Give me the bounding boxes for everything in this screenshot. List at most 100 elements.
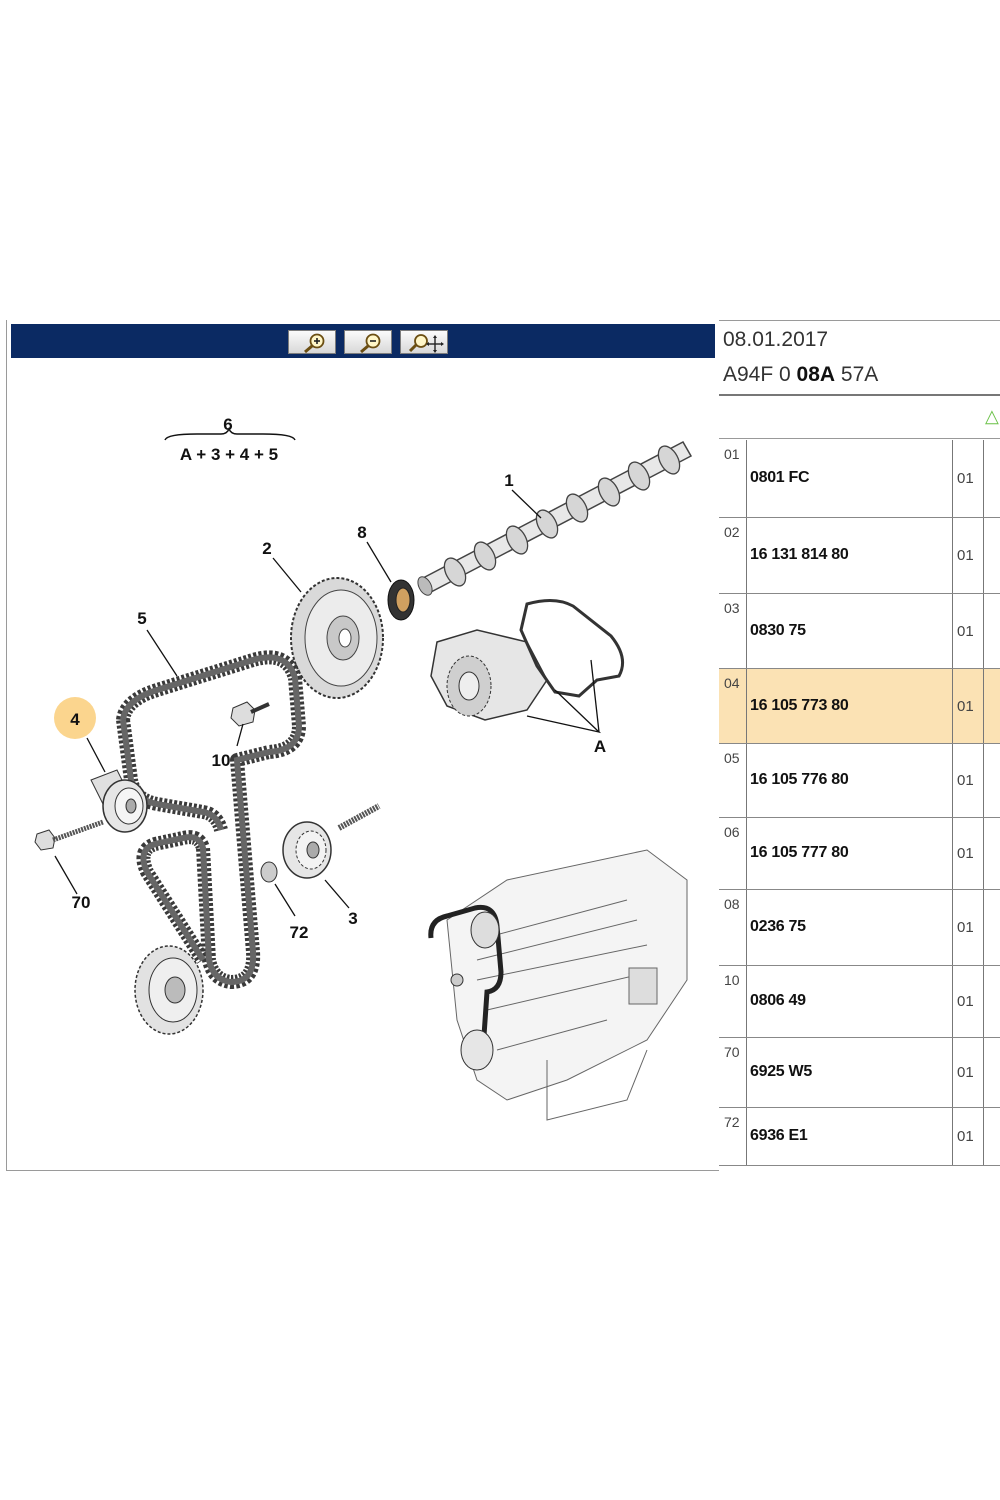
column-divider — [983, 518, 984, 593]
part-number[interactable]: 6936 E1 — [750, 1127, 808, 1144]
camshaft-part[interactable] — [415, 441, 693, 598]
column-divider — [952, 440, 953, 517]
column-divider — [746, 518, 747, 593]
catalog-frame: 6 A + 3 + 4 + 5 1 — [6, 320, 1000, 1172]
timing-belt-part[interactable] — [116, 650, 306, 989]
washer-72-part[interactable] — [260, 861, 278, 883]
part-quantity: 01 — [957, 1064, 974, 1081]
callout-10[interactable]: 10 — [212, 751, 231, 770]
camshaft-sprocket-part[interactable] — [290, 577, 384, 699]
zoom-out-button[interactable] — [344, 330, 392, 354]
part-number[interactable]: 16 105 776 80 — [750, 771, 849, 788]
column-divider — [746, 1108, 747, 1165]
callout-70[interactable]: 70 — [72, 893, 91, 912]
column-divider — [952, 1108, 953, 1165]
part-number[interactable]: 16 105 773 80 — [750, 697, 849, 714]
part-index: 72 — [724, 1114, 740, 1130]
code-bold: 08A — [796, 363, 836, 386]
zoom-move-icon — [408, 334, 444, 353]
water-pump-part[interactable] — [430, 629, 548, 721]
part-row[interactable]: 10 0806 49 01 — [719, 966, 1000, 1038]
callout-3[interactable]: 3 — [348, 909, 357, 928]
tensioner-part[interactable] — [90, 769, 148, 833]
part-quantity: 01 — [957, 623, 974, 640]
callout-2[interactable]: 2 — [262, 539, 271, 558]
zoom-pan-button[interactable] — [400, 330, 448, 354]
zoom-in-icon — [304, 333, 325, 354]
part-row[interactable]: 03 0830 75 01 — [719, 594, 1000, 669]
diagram-panel: 6 A + 3 + 4 + 5 1 — [6, 320, 720, 1171]
part-number[interactable]: 16 105 777 80 — [750, 844, 849, 861]
warning-triangle-icon: △ — [985, 406, 999, 426]
part-index: 04 — [724, 675, 740, 691]
code-suffix: 57A — [835, 363, 879, 386]
column-divider — [952, 818, 953, 889]
catalog-date: 08.01.2017 — [723, 328, 829, 351]
callout-72[interactable]: 72 — [290, 923, 309, 942]
column-divider — [952, 518, 953, 593]
idler-pulley-part[interactable] — [282, 803, 381, 879]
zoom-out-icon — [360, 333, 381, 354]
diagram-toolbar — [11, 324, 715, 358]
part-number[interactable]: 16 131 814 80 — [750, 546, 849, 563]
header-divider-2 — [719, 438, 1000, 439]
callout-1[interactable]: 1 — [504, 471, 513, 490]
part-number[interactable]: 6925 W5 — [750, 1063, 812, 1080]
part-index: 10 — [724, 972, 740, 988]
part-index: 06 — [724, 824, 740, 840]
column-divider — [983, 890, 984, 965]
column-divider — [746, 966, 747, 1037]
column-divider — [983, 594, 984, 668]
assembly-formula: A + 3 + 4 + 5 — [180, 445, 278, 464]
column-divider — [746, 818, 747, 889]
bolt-70-part[interactable] — [34, 819, 104, 851]
part-quantity: 01 — [957, 772, 974, 789]
seal-part[interactable] — [387, 579, 415, 621]
water-pump-gasket-part[interactable] — [519, 599, 625, 698]
part-number[interactable]: 0236 75 — [750, 918, 806, 935]
part-number[interactable]: 0801 FC — [750, 469, 810, 486]
callout-4-highlight — [54, 697, 96, 739]
catalog-code: A94F 0 08A 57A — [723, 363, 878, 387]
part-quantity: 01 — [957, 845, 974, 862]
callout-5[interactable]: 5 — [137, 609, 146, 628]
callout-4[interactable]: 4 — [70, 710, 80, 729]
column-divider — [983, 818, 984, 889]
part-index: 70 — [724, 1044, 740, 1060]
callout-8[interactable]: 8 — [357, 523, 366, 542]
column-divider — [952, 966, 953, 1037]
column-divider — [952, 669, 953, 743]
column-divider — [983, 1108, 984, 1165]
bolt-10-part[interactable] — [230, 701, 270, 727]
part-index: 03 — [724, 600, 740, 616]
header-divider — [719, 394, 1000, 396]
part-row[interactable]: 04 16 105 773 80 01 — [719, 669, 1000, 744]
part-row[interactable]: 70 6925 W5 01 — [719, 1038, 1000, 1108]
column-divider — [983, 1038, 984, 1107]
column-divider — [746, 440, 747, 517]
column-divider — [983, 440, 984, 517]
column-divider — [746, 744, 747, 817]
callout-A[interactable]: A — [594, 737, 606, 756]
part-index: 05 — [724, 750, 740, 766]
part-number[interactable]: 0830 75 — [750, 622, 806, 639]
part-number[interactable]: 0806 49 — [750, 992, 806, 1009]
part-row[interactable]: 06 16 105 777 80 01 — [719, 818, 1000, 890]
part-quantity: 01 — [957, 698, 974, 715]
column-divider — [952, 594, 953, 668]
column-divider — [983, 669, 984, 743]
part-quantity: 01 — [957, 993, 974, 1010]
column-divider — [746, 669, 747, 743]
column-divider — [952, 744, 953, 817]
part-row[interactable]: 05 16 105 776 80 01 — [719, 744, 1000, 818]
assembly-brace — [164, 426, 296, 441]
zoom-in-button[interactable] — [288, 330, 336, 354]
column-divider — [746, 594, 747, 668]
exploded-parts-diagram: 6 A + 3 + 4 + 5 1 — [34, 415, 693, 1121]
